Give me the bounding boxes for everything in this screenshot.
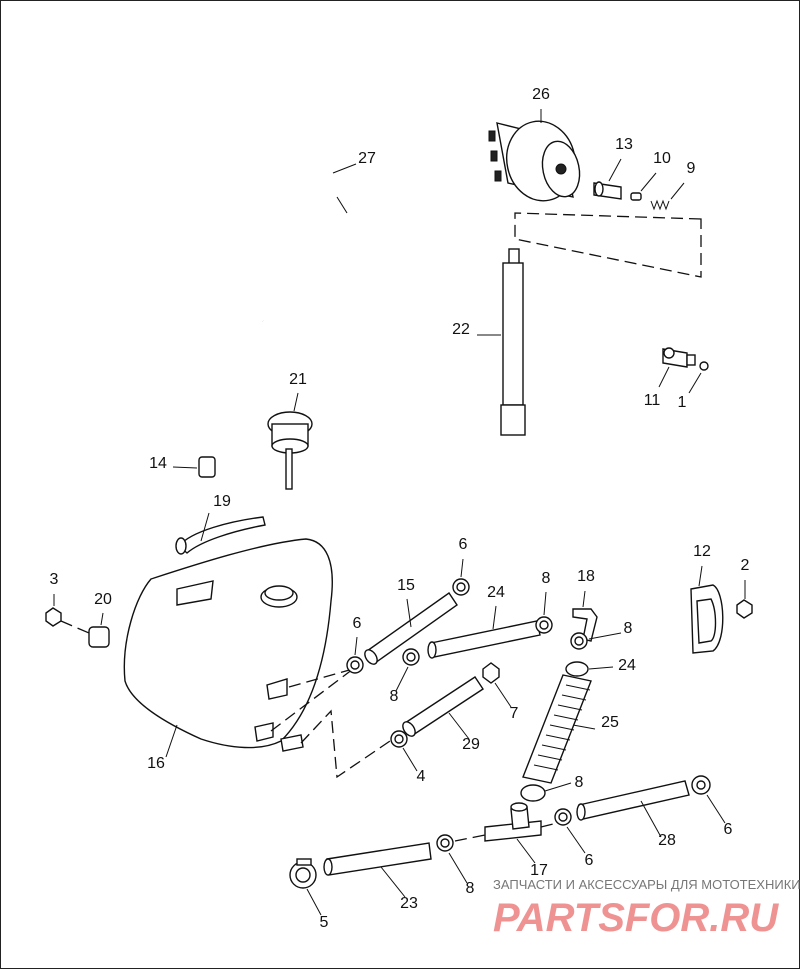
- callout-21: 21: [289, 371, 307, 388]
- callout-8: 8: [390, 688, 399, 705]
- callout-7: 7: [510, 705, 519, 722]
- part-21-dipstick: [267, 411, 313, 490]
- part-19-vent-hose: [175, 516, 266, 555]
- callout-4: 4: [417, 768, 426, 785]
- part-8-clamp: [520, 784, 546, 802]
- part-26-oil-filter: [488, 120, 581, 202]
- connection-line-4: [300, 709, 394, 779]
- callout-25: 25: [601, 714, 619, 731]
- callout-14: 14: [149, 455, 167, 472]
- part-15-hose: [364, 592, 458, 665]
- part-5-clamp: [289, 858, 317, 889]
- connection-line-23: [454, 834, 486, 842]
- part-6-clamp: [346, 656, 364, 674]
- part-22-oil-tube: [500, 248, 526, 436]
- part-24-grommet: [565, 661, 589, 677]
- part-1-washer: [699, 361, 709, 371]
- callout-18: 18: [577, 568, 595, 585]
- callout-29: 29: [462, 736, 480, 753]
- watermark-logo: PARTSFOR.RU: [493, 896, 779, 940]
- part-17-t-fitting: [484, 802, 542, 842]
- part-16-oil-tank: [123, 538, 333, 752]
- part-10-plug: [630, 192, 642, 201]
- part-14-fitting: [198, 456, 216, 478]
- part-2-nut: [736, 599, 753, 619]
- callout-16: 16: [147, 755, 165, 772]
- part-6-clamp: [452, 578, 470, 596]
- part-9-spring: [650, 199, 670, 211]
- callout-26: 26: [532, 86, 550, 103]
- part-29-hose: [402, 676, 484, 737]
- callout-17: 17: [530, 862, 548, 879]
- part-8-clamp: [570, 632, 588, 650]
- part-13-fitting: [593, 181, 622, 200]
- part-6-clamp: [554, 808, 572, 826]
- part-8-clamp: [402, 648, 420, 666]
- connection-line-17: [540, 822, 558, 828]
- callout-12: 12: [693, 543, 711, 560]
- callout-28: 28: [658, 832, 676, 849]
- callout-1: 1: [678, 394, 687, 411]
- part-6-clamp: [691, 775, 711, 795]
- callout-6: 6: [459, 536, 468, 553]
- part-4-clamp: [390, 730, 408, 748]
- part-24-hose: [427, 620, 541, 659]
- part-8-clamp: [436, 834, 454, 852]
- callout-22: 22: [452, 321, 470, 338]
- callout-23: 23: [400, 895, 418, 912]
- part-8-clamp: [535, 616, 553, 634]
- callout-8: 8: [466, 880, 475, 897]
- callout-15: 15: [397, 577, 415, 594]
- callout-24: 24: [487, 584, 505, 601]
- part-7-cap: [482, 662, 500, 684]
- connection-line-6: [288, 668, 354, 688]
- callout-5: 5: [320, 914, 329, 931]
- callout-24: 24: [618, 657, 636, 674]
- connection-line-filter: [514, 212, 702, 278]
- callout-8: 8: [575, 774, 584, 791]
- callout-2: 2: [741, 557, 750, 574]
- part-3-nut: [45, 607, 62, 627]
- part-25-corrugated-hose: [522, 674, 592, 784]
- callout-3: 3: [50, 571, 59, 588]
- callout-9: 9: [687, 160, 696, 177]
- watermark-tagline: ЗАПЧАСТИ И АКСЕССУАРЫ ДЛЯ МОТОТЕХНИКИ: [493, 877, 800, 892]
- part-23-hose: [323, 842, 432, 876]
- callout-13: 13: [615, 136, 633, 153]
- part-28-hose: [576, 780, 690, 821]
- callout-8: 8: [542, 570, 551, 587]
- part-11-sensor: [662, 347, 696, 368]
- callout-6: 6: [724, 821, 733, 838]
- callout-19: 19: [213, 493, 231, 510]
- callout-10: 10: [653, 150, 671, 167]
- callout-6: 6: [353, 615, 362, 632]
- part-20-damper: [88, 626, 110, 648]
- callout-11: 11: [644, 392, 661, 409]
- callout-20: 20: [94, 591, 112, 608]
- part-12-bracket: [690, 584, 724, 654]
- callout-27: 27: [358, 150, 376, 167]
- part-27-breather-tube: [249, 159, 348, 322]
- callout-8: 8: [624, 620, 633, 637]
- callout-6: 6: [585, 852, 594, 869]
